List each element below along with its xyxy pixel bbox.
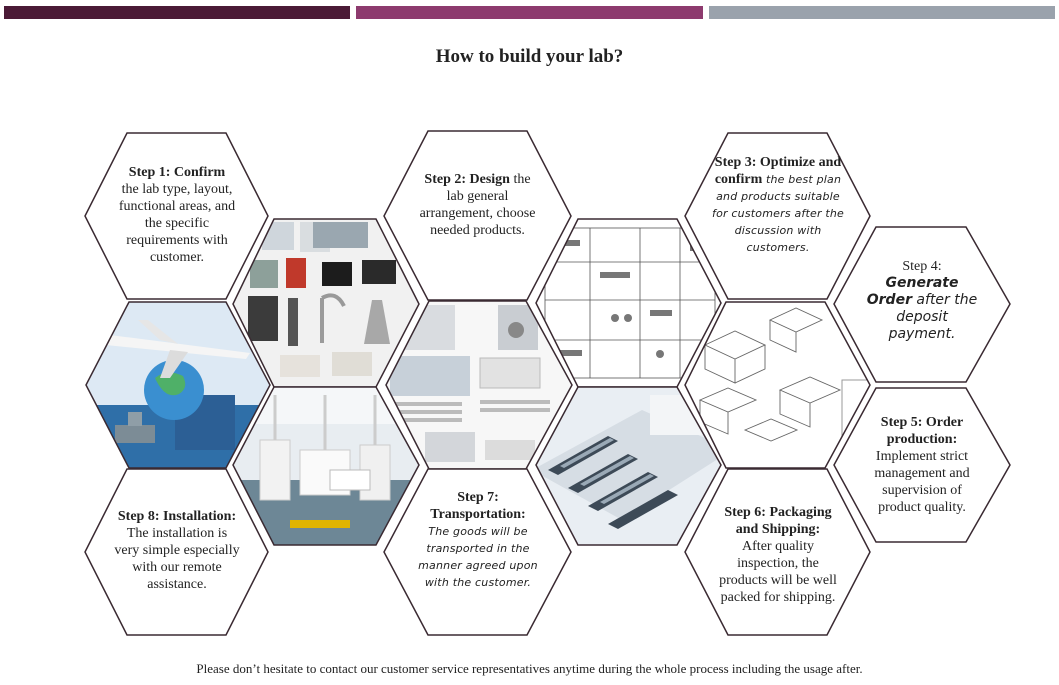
step-2-body: lab general arrangement, choose needed p… bbox=[419, 189, 536, 238]
step-4-hex bbox=[833, 226, 1011, 383]
step-7-body: The goods will be transported in the man… bbox=[418, 525, 538, 589]
step-1: Step 1: Confirm the lab type, layout, fu… bbox=[110, 150, 244, 280]
step-7-heading: Step 7: Transportation: bbox=[430, 490, 526, 522]
floor-plan-drawing bbox=[535, 218, 722, 388]
step-8: Step 8: Installation: The installation i… bbox=[114, 490, 240, 610]
step-3-heading: Step 3: Optimize and confirm bbox=[714, 155, 842, 187]
step-1-heading: Step 1: Confirm bbox=[128, 165, 226, 180]
step-2-heading-tail: the bbox=[509, 172, 531, 187]
step-3-body: the best plan and products suitable for … bbox=[712, 173, 845, 254]
step-8-body: The installation is very simple especial… bbox=[114, 525, 240, 592]
step-5-hex bbox=[833, 387, 1011, 543]
step-8-heading: Step 8: Installation: bbox=[117, 508, 237, 524]
step-4: Step 4: Generate Order after the deposit… bbox=[862, 250, 982, 350]
step-6-hex bbox=[684, 468, 871, 636]
step-1-body: the lab type, layout, functional areas, … bbox=[118, 182, 236, 265]
lab-3d-render bbox=[535, 386, 722, 546]
lab-interior-photo bbox=[232, 386, 420, 546]
step-4-heading: Step 4: bbox=[902, 258, 942, 274]
step-6-body: After quality inspection, the products w… bbox=[719, 539, 837, 605]
footer-note: Please don’t hesitate to contact our cus… bbox=[196, 661, 863, 676]
hexagon-grid bbox=[84, 130, 1011, 636]
step-2-hex bbox=[383, 130, 572, 301]
step-1-hex bbox=[84, 132, 269, 300]
step-2-heading: Step 2: Design bbox=[424, 172, 510, 187]
step-3-hex bbox=[684, 132, 871, 300]
step-2: Step 2: Design the lab general arrangeme… bbox=[410, 145, 545, 265]
top-bar-purple bbox=[356, 6, 703, 19]
step-6-heading: Step 6: Packaging and Shipping: bbox=[724, 505, 832, 537]
step-3: Step 3: Optimize and confirm the best pl… bbox=[712, 150, 844, 260]
step-5: Step 5: Order production: Implement stri… bbox=[866, 410, 978, 520]
top-bar-dark bbox=[4, 6, 350, 19]
step-7-hex bbox=[383, 468, 572, 636]
step-5-body: Implement strict management and supervis… bbox=[874, 449, 970, 515]
lab-accessories-photo bbox=[232, 218, 420, 388]
top-bar-gray bbox=[709, 6, 1055, 19]
step-6: Step 6: Packaging and Shipping: After qu… bbox=[716, 490, 840, 620]
page-title: How to build your lab? bbox=[435, 46, 624, 67]
airplane-globe-photo bbox=[85, 301, 271, 469]
product-details-photo bbox=[385, 300, 573, 470]
furniture-drawing bbox=[684, 301, 871, 469]
step-8-hex bbox=[84, 468, 269, 636]
step-5-heading: Step 5: Order production: bbox=[880, 415, 964, 447]
step-7: Step 7: Transportation: The goods will b… bbox=[414, 490, 542, 590]
step-4-body: Generate Order bbox=[866, 274, 959, 308]
step-4-tail: after the deposit payment. bbox=[888, 291, 978, 342]
